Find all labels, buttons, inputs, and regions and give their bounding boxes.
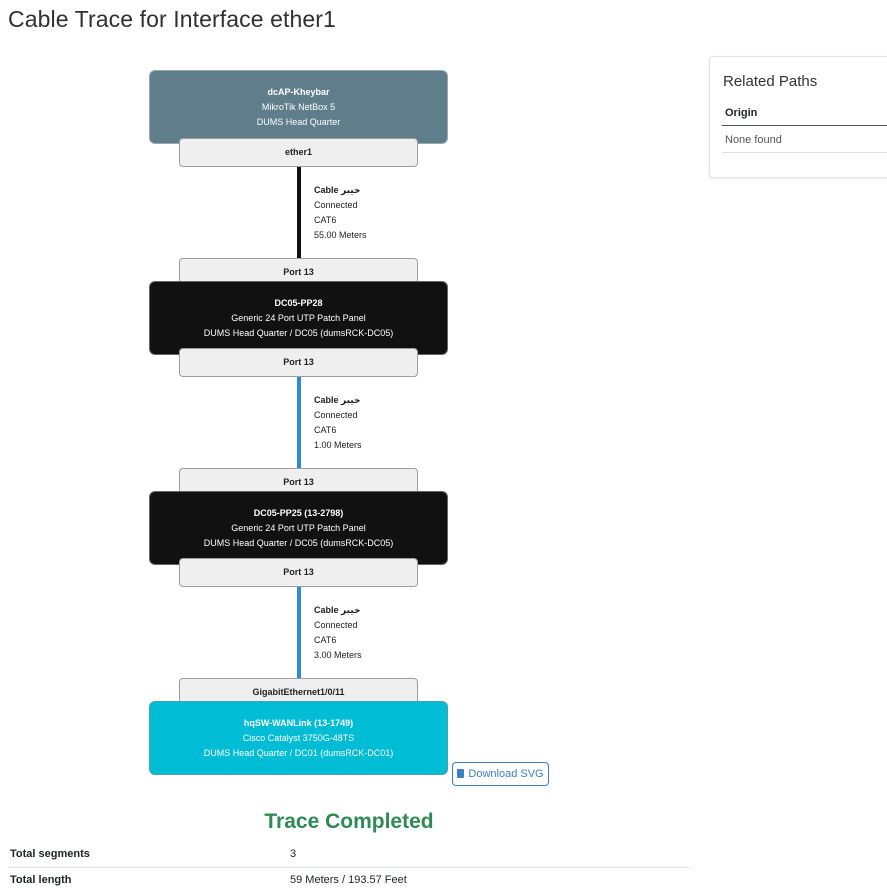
device-type: Generic 24 Port UTP Patch Panel <box>231 523 366 533</box>
device-node[interactable]: hqSW-WANLink (13-1749) Cisco Catalyst 37… <box>149 701 448 775</box>
cable-label[interactable]: Cable خیبر <box>314 605 361 615</box>
device-location: DUMS Head Quarter / DC01 (dumsRCK-DC01) <box>203 748 394 758</box>
termination-port[interactable]: Port 13 <box>179 348 418 377</box>
column-header-origin: Origin <box>722 107 887 126</box>
cable-status: Connected <box>314 200 358 210</box>
cable-length: 55.00 Meters <box>314 230 367 240</box>
cable-label[interactable]: Cable خیبر <box>314 395 361 405</box>
table-row: Total length 59 Meters / 193.57 Feet <box>8 868 691 893</box>
cable-line[interactable] <box>297 167 301 258</box>
download-svg-button[interactable]: Download SVG <box>452 762 549 786</box>
device-name[interactable]: dcAP-Kheybar <box>267 87 330 97</box>
device-name[interactable]: hqSW-WANLink (13-1749) <box>243 718 354 728</box>
device-name[interactable]: DC05-PP25 (13-2798) <box>253 508 344 518</box>
device-location: DUMS Head Quarter / DC05 (dumsRCK-DC05) <box>203 328 394 338</box>
device-type: MikroTik NetBox 5 <box>261 102 336 112</box>
device-node[interactable]: DC05-PP28 Generic 24 Port UTP Patch Pane… <box>149 281 448 355</box>
cable-length: 3.00 Meters <box>314 650 362 660</box>
cable-info: Cable خیبر Connected CAT6 55.00 Meters <box>314 183 367 243</box>
device-type: Cisco Catalyst 3750G-48TS <box>242 733 355 743</box>
summary-value: 59 Meters / 193.57 Feet <box>290 874 407 886</box>
cable-line[interactable] <box>297 587 301 678</box>
cable-length: 1.00 Meters <box>314 440 362 450</box>
device-location: DUMS Head Quarter / DC05 (dumsRCK-DC05) <box>203 538 394 548</box>
device-location: DUMS Head Quarter <box>256 117 341 127</box>
table-row: Total segments 3 <box>8 842 691 868</box>
card-title: Related Paths <box>723 73 818 90</box>
termination-port[interactable]: Port 13 <box>179 558 418 587</box>
trace-summary-table: Total segments 3 Total length 59 Meters … <box>8 842 691 893</box>
device-type: Generic 24 Port UTP Patch Panel <box>231 313 366 323</box>
cable-label[interactable]: Cable خیبر <box>314 185 361 195</box>
summary-value: 3 <box>290 848 297 860</box>
related-paths-card: Related Paths Origin None found <box>709 56 887 178</box>
cable-type: CAT6 <box>314 635 337 645</box>
summary-label: Total length <box>10 874 72 886</box>
download-svg-label: Download SVG <box>468 768 544 780</box>
cable-type: CAT6 <box>314 425 337 435</box>
cable-type: CAT6 <box>314 215 337 225</box>
cable-line[interactable] <box>297 377 301 468</box>
cable-info: Cable خیبر Connected CAT6 1.00 Meters <box>314 393 362 453</box>
summary-label: Total segments <box>10 848 90 860</box>
empty-state-text: None found <box>722 134 887 153</box>
file-icon <box>457 769 465 778</box>
device-node[interactable]: DC05-PP25 (13-2798) Generic 24 Port UTP … <box>149 491 448 565</box>
trace-status: Trace Completed <box>264 810 434 833</box>
termination-interface[interactable]: ether1 <box>179 138 418 167</box>
page-title: Cable Trace for Interface ether1 <box>8 6 336 32</box>
cable-status: Connected <box>314 410 358 420</box>
cable-info: Cable خیبر Connected CAT6 3.00 Meters <box>314 603 362 663</box>
device-node[interactable]: dcAP-Kheybar MikroTik NetBox 5 DUMS Head… <box>149 70 448 144</box>
cable-trace-diagram: dcAP-Kheybar MikroTik NetBox 5 DUMS Head… <box>149 70 448 775</box>
cable-status: Connected <box>314 620 358 630</box>
device-name[interactable]: DC05-PP28 <box>274 298 323 308</box>
